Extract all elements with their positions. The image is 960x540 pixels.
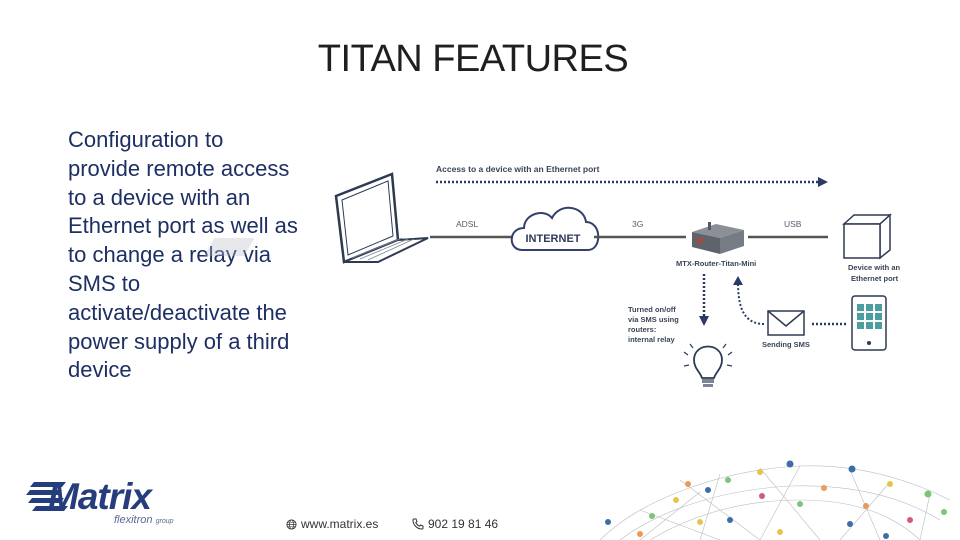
- logo-wordmark: Matrix: [48, 476, 152, 517]
- router-icon: [692, 222, 744, 254]
- usb-label: USB: [784, 219, 802, 229]
- footer-website[interactable]: www.matrix.es: [286, 517, 378, 531]
- globe-icon: [286, 518, 297, 530]
- internet-label: INTERNET: [526, 233, 581, 245]
- relay-label-line2: via SMS using: [628, 315, 679, 324]
- logo-group-name: flexitron: [114, 514, 153, 526]
- sms-arrowhead: [733, 276, 743, 285]
- sms-arrow: [737, 281, 765, 325]
- phone-icon: [412, 518, 424, 530]
- slide-body-text: Configuration to provide remote access t…: [68, 127, 298, 383]
- smartphone-icon: [851, 295, 887, 351]
- adsl-label: ADSL: [456, 219, 478, 229]
- footer-phone-text[interactable]: 902 19 81 46: [428, 517, 499, 531]
- cloud-icon: [510, 207, 600, 251]
- network-decoration: [599, 465, 951, 540]
- relay-arrowhead: [699, 316, 709, 326]
- remote-access-arrowhead: [818, 177, 828, 187]
- device-cube-icon: [842, 213, 892, 260]
- device-label-line2: Ethernet port: [851, 274, 899, 283]
- device-label-line1: Device with an: [848, 263, 901, 272]
- network-nodes: [605, 460, 947, 539]
- sms-label: Sending SMS: [762, 340, 810, 349]
- 3g-label: 3G: [632, 219, 643, 229]
- router-label: MTX-Router-Titan-Mini: [676, 259, 756, 268]
- relay-label-line4: internal relay: [628, 335, 676, 344]
- logo-group-suffix: group: [155, 518, 174, 525]
- slide-title: TITAN FEATURES: [317, 38, 629, 80]
- footer-url-text[interactable]: www.matrix.es: [301, 517, 379, 531]
- logo-group: flexitron group: [114, 514, 174, 526]
- footer-phone[interactable]: 902 19 81 46: [412, 517, 498, 531]
- laptop-icon: [204, 172, 429, 264]
- light-bulb-icon: [683, 343, 733, 387]
- logo-stripes-icon: [26, 482, 68, 511]
- relay-label-line1: Turned on/off: [628, 305, 676, 314]
- matrix-logo: Matrix flexitron group: [26, 476, 206, 532]
- relay-label-line3: routers:: [628, 325, 656, 334]
- remote-access-caption: Access to a device with an Ethernet port: [436, 164, 600, 174]
- envelope-icon: [767, 310, 805, 336]
